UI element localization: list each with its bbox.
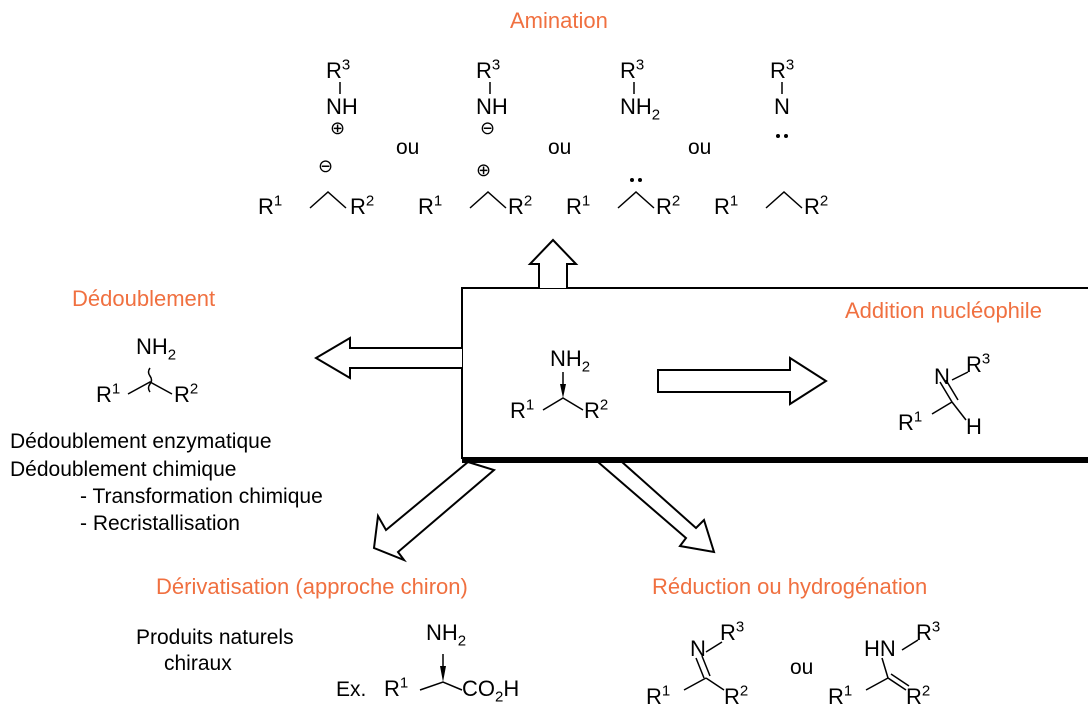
amination-r2-3: R2 [656,192,681,219]
method-enzymatique: Dédoublement enzymatique [10,430,272,453]
reduction-enamine-hn: HN [864,636,896,661]
arrow-right-addition [657,356,828,406]
method-transformation: - Transformation chimique [80,485,323,508]
imine-r1: R1 [898,408,923,435]
central-r2: R2 [584,396,609,423]
aminoacid-nh2: NH2 [426,620,467,650]
derivatisation-title: Dérivatisation (approche chiron) [156,574,468,599]
plus-charge-1: ⊕ [330,118,346,138]
imine-n: N [934,364,950,389]
reduction-enamine-r1: R1 [828,682,853,709]
amination-r1-1: R1 [258,192,283,219]
arrow-left-dedoublement [314,336,462,380]
amination-r2-4: R2 [804,192,829,219]
example-label: Ex. [336,678,367,701]
central-r1: R1 [510,396,535,423]
amination-r2-1: R2 [350,192,375,219]
dedoublement-r1: R1 [96,380,121,407]
natural-products-line1: Produits naturels [136,626,294,649]
amination-nh2-3: NH2 [620,94,661,124]
imine-h: H [966,414,982,439]
reduction-title: Réduction ou hydrogénation [652,574,928,599]
ou-2: ou [548,136,572,159]
reduction-imine-r1: R1 [646,682,671,709]
amination-r3-3: R3 [620,56,645,83]
dedoublement-nh2: NH2 [136,334,177,364]
amination-nh-2: NH [476,94,508,119]
method-recristallisation: - Recristallisation [80,512,240,535]
ou-4: ou [790,656,814,679]
arrow-downright-reduction [595,461,716,554]
minus-charge-2: ⊖ [480,118,496,138]
reduction-enamine-r3: R3 [916,618,941,645]
amination-r1-3: R1 [566,192,591,219]
reduction-enamine-r2: R2 [906,682,931,709]
minus-charge-1: ⊖ [318,156,334,176]
aminoacid-r1: R1 [384,674,409,701]
amination-r3-2: R3 [476,56,501,83]
aminoacid-co2h: CO2H [462,676,520,706]
ou-3: ou [688,136,712,159]
method-chimique: Dédoublement chimique [10,458,237,481]
dedoublement-r2: R2 [174,380,199,407]
dedoublement-title: Dédoublement [72,286,216,311]
imine-r3: R3 [966,350,991,377]
reduction-imine-r2: R2 [724,682,749,709]
amination-r3-1: R3 [326,56,351,83]
amination-title: Amination [510,8,608,33]
natural-products-line2: chiraux [164,652,232,675]
arrow-up-amination [527,238,579,288]
plus-charge-2: ⊕ [476,160,492,180]
ou-1: ou [396,136,420,159]
amination-n-4: N [774,94,790,119]
reduction-imine-r3: R3 [720,618,745,645]
amination-r2-2: R2 [508,192,533,219]
addition-title: Addition nucléophile [845,298,1042,323]
central-nh2: NH2 [550,346,591,376]
arrow-downleft-derivatisation [372,460,497,563]
amination-r3-4: R3 [770,56,795,83]
amination-r1-2: R1 [418,192,443,219]
amination-r1-4: R1 [714,192,739,219]
amination-nh-1: NH [326,94,358,119]
reduction-imine-n: N [690,636,706,661]
